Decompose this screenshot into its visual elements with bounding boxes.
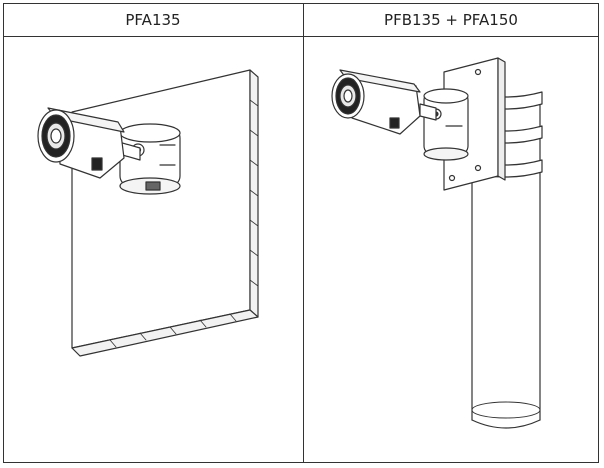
diagram-frame [3, 3, 599, 463]
panel-divider [303, 3, 304, 463]
junction-box-right [423, 88, 469, 161]
panel-title-left: PFA135 [125, 11, 181, 29]
bullet-camera-right [331, 69, 437, 135]
bullet-camera-left [37, 107, 141, 179]
header-row [3, 3, 599, 37]
junction-box-left [119, 123, 181, 195]
panel-title-right: PFB135 + PFA150 [384, 11, 518, 29]
wall-plate [71, 69, 259, 357]
